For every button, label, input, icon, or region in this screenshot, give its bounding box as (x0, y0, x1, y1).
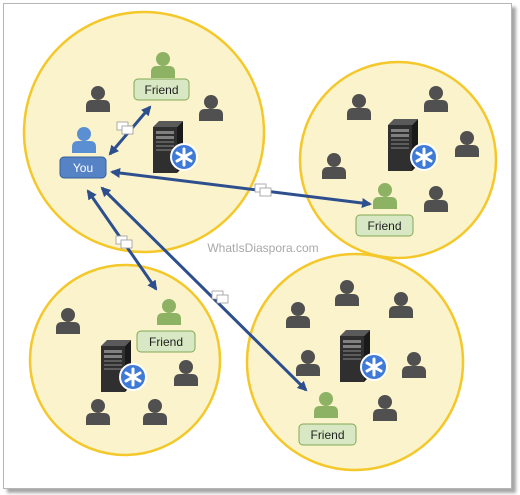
friend-label-top: Friend (133, 78, 190, 101)
you-label: You (59, 156, 107, 179)
friend-label-text: Friend (310, 428, 344, 442)
diaspora-asterisk-icon (118, 362, 148, 392)
friend-label-right: Friend (355, 214, 414, 237)
chat-bubbles-icon (254, 183, 272, 197)
friend-label-text: Friend (144, 83, 178, 97)
pod-circle-top-left (22, 10, 266, 254)
friend-label-text: Friend (149, 335, 183, 349)
friend-label-text: Friend (367, 219, 401, 233)
friend-label-bottom-left: Friend (136, 330, 196, 353)
friend-label-bottom-right: Friend (298, 423, 357, 446)
arrow-you-to-friend-bottom-right (100, 186, 308, 392)
you-label-text: You (73, 161, 93, 175)
watermark-text: WhatIsDiaspora.com (207, 241, 318, 255)
diaspora-asterisk-icon (359, 352, 389, 382)
diaspora-asterisk-icon (169, 142, 199, 172)
diaspora-asterisk-icon (409, 142, 439, 172)
